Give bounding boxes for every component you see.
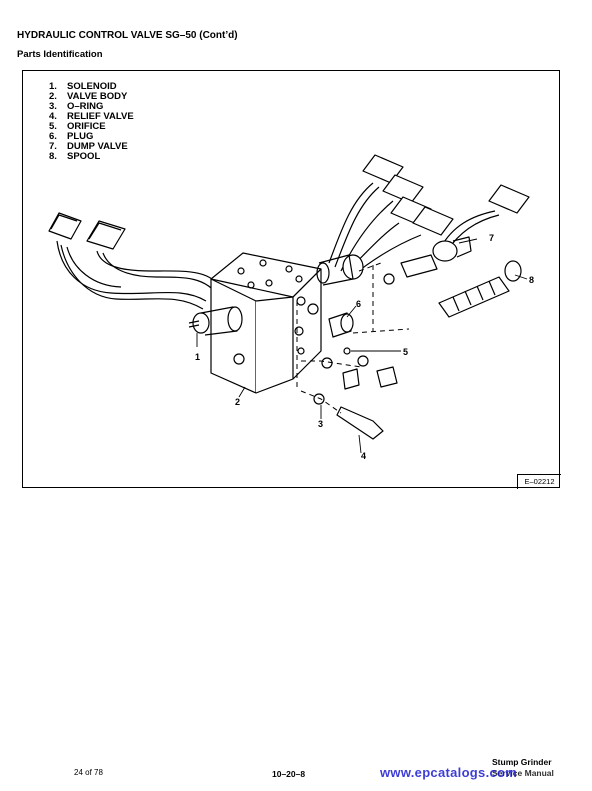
footer-section-number: 10–20–8 — [272, 769, 306, 779]
callout-6: 6 — [356, 299, 361, 309]
list-item: 3.O–RING — [49, 101, 104, 112]
dump-valve — [383, 236, 472, 285]
list-item: 4.RELIEF VALVE — [49, 111, 134, 122]
callout-7: 7 — [489, 233, 494, 243]
exploded-view-drawing: 1 2 3 4 5 6 7 8 — [48, 154, 534, 461]
callout-1: 1 — [195, 352, 200, 362]
leader-lines — [196, 238, 528, 454]
callout-3: 3 — [318, 419, 323, 429]
solenoid-right — [316, 254, 364, 286]
valve-body — [210, 252, 322, 394]
page-title: HYDRAULIC CONTROL VALVE SG–50 (Cont’d) — [17, 30, 238, 41]
parts-figure: 1.SOLENOID 2.VALVE BODY 3.O–RING 4.RELIE… — [22, 70, 561, 489]
callout-8: 8 — [529, 275, 534, 285]
solenoid-left — [188, 306, 243, 336]
watermark: www.epcatalogs.com — [380, 765, 518, 780]
footer-manual-name: Service Manual — [492, 768, 554, 778]
spool — [438, 260, 522, 318]
list-item: 8.SPOOL — [49, 151, 101, 162]
parts-list: 1.SOLENOID 2.VALVE BODY 3.O–RING 4.RELIE… — [49, 82, 134, 162]
list-item: 2.VALVE BODY — [49, 91, 128, 102]
list-item: 1.SOLENOID — [49, 81, 117, 92]
small-parts — [307, 303, 398, 440]
figure-code: E–02212 — [517, 474, 561, 489]
list-item: 6.PLUG — [49, 131, 94, 142]
assembly-lines — [296, 262, 410, 414]
callout-4: 4 — [361, 451, 366, 461]
callout-2: 2 — [235, 397, 240, 407]
left-connectors — [48, 212, 224, 310]
callout-5: 5 — [403, 347, 408, 357]
footer-title: Stump Grinder — [492, 757, 552, 767]
list-item: 5.ORIFICE — [49, 121, 106, 132]
footer-page-count: 24 of 78 — [74, 768, 103, 777]
right-connectors — [328, 154, 530, 278]
section-subtitle: Parts Identification — [17, 49, 103, 60]
list-item: 7.DUMP VALVE — [49, 141, 128, 152]
